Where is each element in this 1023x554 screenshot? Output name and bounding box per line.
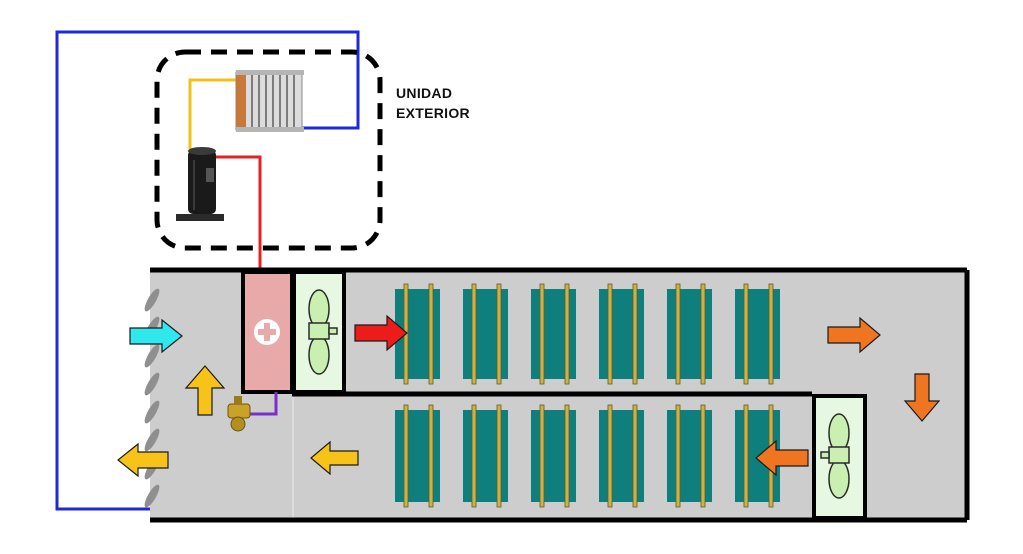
coil-block: [463, 404, 508, 508]
evaporator-coils: [395, 283, 780, 508]
electric-heater: [241, 270, 294, 394]
return-fan: [812, 394, 867, 520]
red-refrigerant-line: [210, 155, 262, 273]
heated-air-arrow: [354, 314, 408, 352]
purple-refrigerant-line: [250, 392, 278, 416]
air-flow-arrows: [117, 314, 941, 478]
coil-block: [599, 283, 644, 385]
coil-block: [735, 283, 780, 385]
coil-block: [599, 404, 644, 508]
turn-down-arrow: [903, 373, 941, 422]
condenser-coil-icon: [235, 70, 304, 132]
expansion-valve-icon: [227, 396, 251, 432]
coil-block: [463, 283, 508, 385]
outdoor-air-arrow: [129, 318, 183, 354]
return-air-up-arrow: [184, 365, 226, 416]
coil-block: [531, 404, 576, 508]
return-air-arrow: [755, 439, 809, 477]
supply-fan: [292, 270, 346, 394]
coil-block: [667, 404, 712, 508]
coil-block: [667, 283, 712, 385]
outdoor-unit-label-line2: EXTERIOR: [396, 105, 470, 121]
outdoor-unit-label-line1: UNIDAD: [396, 85, 453, 101]
exhaust-air-arrow: [117, 442, 169, 478]
outdoor-unit-label: UNIDAD EXTERIOR: [396, 83, 470, 123]
yellow-refrigerant-line: [188, 78, 240, 152]
coil-block: [395, 404, 440, 508]
coil-block: [531, 283, 576, 385]
outdoor-unit-boundary: [154, 49, 383, 251]
return-air-left-arrow: [310, 440, 359, 476]
compressor-icon: [176, 147, 224, 221]
supply-air-arrow: [827, 316, 881, 354]
